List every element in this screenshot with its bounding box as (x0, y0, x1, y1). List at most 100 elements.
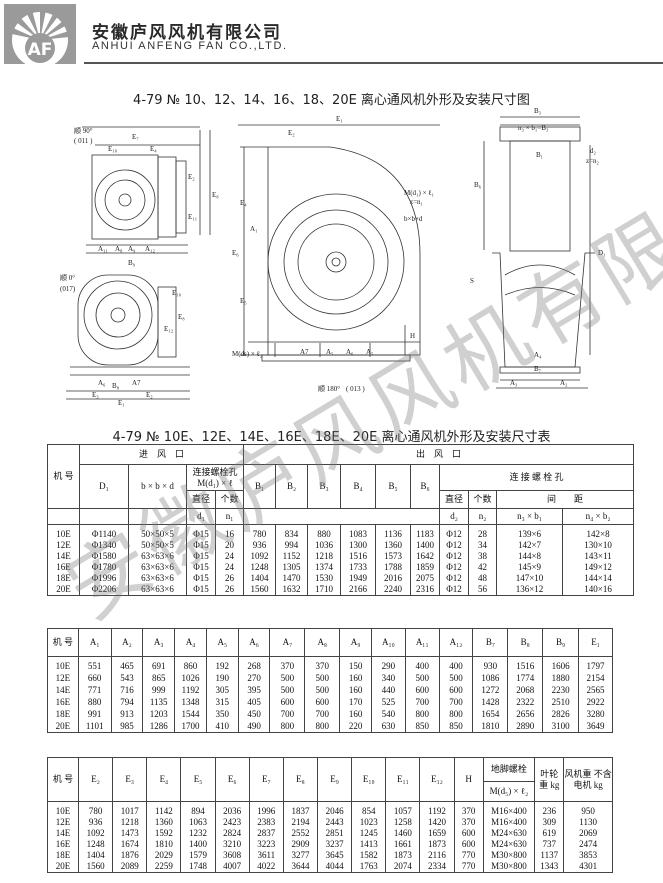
label-E1: E₁ (118, 399, 125, 407)
label-E12: E₁₂ (164, 325, 174, 333)
value-cell: 619 (534, 827, 565, 839)
value-cell: 410 (205, 720, 239, 733)
value-cell: 1374 (307, 561, 342, 573)
value-cell: 1305 (275, 561, 309, 573)
value-cell: 315 (205, 696, 239, 709)
value-cell: 1949 (340, 572, 377, 584)
label-B3: B₃ (534, 107, 542, 115)
t2-header-cell: A₇ (269, 628, 306, 657)
label-A9: A₉ (128, 245, 136, 253)
t2-header-cell: A₁₁ (404, 628, 440, 657)
value-cell: M16×400 (482, 805, 536, 817)
value-cell: 800 (404, 708, 440, 721)
value-cell: 1544 (174, 708, 207, 721)
value-cell: 2334 (419, 860, 455, 873)
label-E4-main: E₄ (240, 199, 247, 207)
value-cell: 1400 (180, 838, 216, 850)
t2-header-cell: A₉ (339, 628, 372, 657)
label-B6: B₆ (474, 181, 482, 189)
value-cell: 930 (472, 660, 509, 673)
t2-header-cell: A₃ (142, 628, 176, 657)
label-z-n1: z=n₁ (410, 198, 423, 206)
value-cell: 1606 (542, 660, 580, 673)
value-cell: 1400 (410, 539, 441, 551)
value-cell: 400 (438, 660, 474, 673)
t1-h-count: 个数 (214, 490, 245, 509)
value-cell: Φ12 (439, 550, 470, 562)
value-cell: 160 (339, 672, 372, 685)
value-cell: 770 (453, 849, 484, 861)
value-cell: 42 (468, 561, 498, 573)
value-cell: 1136 (375, 528, 412, 540)
value-cell: 142×8 (562, 528, 635, 540)
t1-h-spacing: 间 距 (496, 490, 635, 509)
value-cell: 1218 (112, 816, 148, 828)
value-cell: 370 (269, 660, 306, 673)
value-cell: 1700 (174, 720, 207, 733)
value-cell: 1710 (307, 583, 342, 596)
value-cell: 999 (142, 684, 176, 697)
t3-body-spacer-cell (453, 801, 484, 806)
view-side (483, 116, 595, 389)
value-cell: 2154 (578, 672, 613, 685)
label-B8: B₈ (112, 382, 120, 390)
value-cell: 1420 (419, 816, 455, 828)
value-cell: Φ12 (439, 539, 470, 551)
value-cell: 3100 (542, 720, 580, 733)
value-cell: 370 (304, 660, 341, 673)
value-cell: 34 (468, 539, 498, 551)
label-A8: A₈ (115, 245, 123, 253)
value-cell: 24 (214, 550, 245, 562)
label-rot180: 顺 180° (318, 385, 340, 393)
t1-h-B3: B₃ (307, 464, 342, 509)
t3-header-cell: E₁₂ (419, 757, 455, 802)
value-cell: 395 (237, 684, 271, 697)
view-rotation-90 (82, 126, 211, 254)
value-cell: 800 (269, 720, 306, 733)
value-cell: 465 (110, 660, 144, 673)
value-cell: Φ12 (439, 583, 470, 596)
value-cell: 370 (453, 816, 484, 828)
value-cell: 630 (370, 720, 406, 733)
value-cell: 600 (404, 684, 440, 697)
value-cell: M24×630 (482, 827, 536, 839)
t2-body-spacer-cell (304, 656, 341, 661)
value-cell: 600 (438, 684, 474, 697)
value-cell: 1404 (78, 849, 114, 861)
value-cell: 1659 (419, 827, 455, 839)
value-cell: 1348 (174, 696, 207, 709)
label-B7: B₇ (534, 365, 542, 373)
label-E10-b: E₁₀ (172, 289, 182, 297)
value-cell: 600 (304, 696, 341, 709)
value-cell: 2166 (340, 583, 377, 596)
value-cell: 48 (468, 572, 498, 584)
value-cell: 2552 (282, 827, 319, 839)
value-cell: 236 (534, 805, 565, 817)
label-E4: E₄ (150, 145, 157, 153)
value-cell: 1592 (146, 827, 182, 839)
value-cell: 700 (438, 696, 474, 709)
value-cell: 2423 (214, 816, 250, 828)
t2-header-cell: A₁₂ (438, 628, 474, 657)
model-cell: 12E (47, 672, 79, 685)
value-cell: 144×14 (562, 572, 635, 584)
label-A6: A₆ (98, 379, 106, 387)
t3-body-spacer-cell (563, 801, 613, 806)
value-cell: 147×10 (496, 572, 564, 584)
value-cell: 1876 (112, 849, 148, 861)
t3-header-cell: 机 号 (46, 757, 80, 802)
value-cell: 1873 (385, 849, 421, 861)
value-cell: 2837 (248, 827, 284, 839)
value-cell: 1810 (146, 838, 182, 850)
label-A2: A₂ (560, 379, 568, 387)
value-cell: 38 (468, 550, 498, 562)
value-cell: 190 (205, 672, 239, 685)
